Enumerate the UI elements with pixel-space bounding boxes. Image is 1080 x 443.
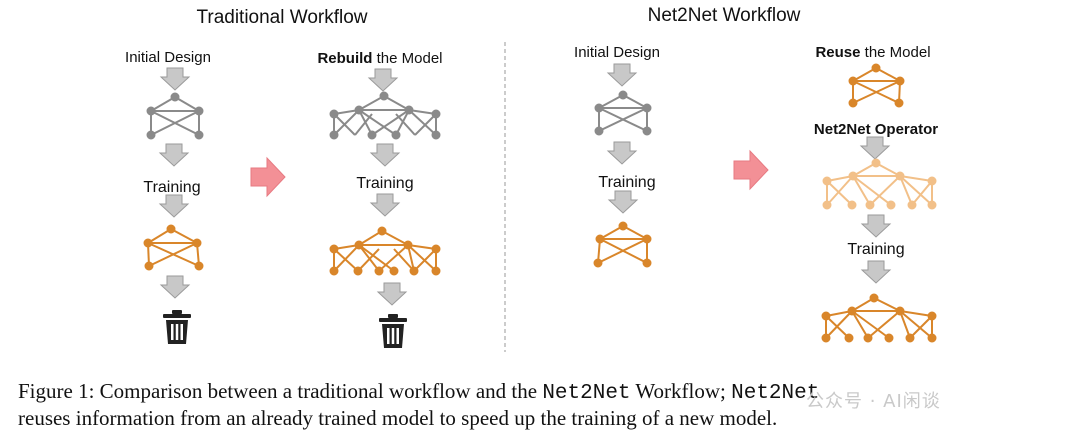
trash-icon xyxy=(379,314,407,348)
right-arrow-icon xyxy=(733,150,769,190)
down-arrow-icon xyxy=(608,190,638,214)
caption-code-1: Net2Net xyxy=(542,382,631,405)
traditional-workflow-title: Traditional Workflow xyxy=(196,7,367,28)
down-arrow-icon xyxy=(370,193,400,217)
down-arrow-icon xyxy=(860,136,890,160)
down-arrow-icon xyxy=(377,282,407,306)
down-arrow-icon xyxy=(159,143,189,167)
caption-text-1: Comparison between a traditional workflo… xyxy=(94,379,543,403)
rebuild-rest: the Model xyxy=(372,50,442,67)
reused-trained-network xyxy=(848,63,905,108)
down-arrow-icon xyxy=(607,141,637,165)
down-arrow-icon xyxy=(861,260,891,284)
net-trained-network xyxy=(593,221,652,268)
transformed-network xyxy=(822,158,937,210)
down-arrow-icon xyxy=(370,143,400,167)
trad-training-label-2: Training xyxy=(356,175,413,192)
figure-caption: Figure 1: Comparison between a tradition… xyxy=(18,379,1078,431)
net-initial-network xyxy=(594,90,652,136)
net2net-workflow-title: Net2Net Workflow xyxy=(648,5,801,26)
caption-line-2: reuses information from an already train… xyxy=(18,406,778,430)
watermark: 公众号 · AI闲谈 xyxy=(806,391,941,412)
rebuild-bold: Rebuild xyxy=(317,50,372,67)
caption-line-1: Figure 1: Comparison between a tradition… xyxy=(18,379,1078,406)
final-trained-network xyxy=(821,293,937,343)
down-arrow-icon xyxy=(607,63,637,87)
net-initial-design-label: Initial Design xyxy=(574,44,660,61)
rebuilt-network xyxy=(329,91,441,140)
down-arrow-icon xyxy=(160,275,190,299)
caption-code-2: Net2Net xyxy=(731,382,820,405)
reuse-model-label: Reuse the Model xyxy=(815,44,930,61)
reuse-bold: Reuse xyxy=(815,44,860,61)
trad-initial-network xyxy=(146,92,204,140)
down-arrow-icon xyxy=(368,68,398,92)
net-training-label-1: Training xyxy=(598,174,655,191)
trash-icon xyxy=(163,310,191,344)
reuse-rest: the Model xyxy=(860,44,930,61)
net2net-operator-label: Net2Net Operator xyxy=(814,121,938,138)
trad-trained-network xyxy=(143,224,204,271)
down-arrow-icon xyxy=(159,194,189,218)
right-arrow-icon xyxy=(250,157,286,197)
net-training-label-2: Training xyxy=(847,241,904,258)
rebuilt-trained-network xyxy=(329,226,441,276)
figure-label: Figure 1: xyxy=(18,379,95,403)
caption-text-2: Workflow; xyxy=(630,379,732,403)
down-arrow-icon xyxy=(160,67,190,91)
trad-training-label-1: Training xyxy=(143,179,200,196)
rebuild-model-label: Rebuild the Model xyxy=(317,50,442,67)
down-arrow-icon xyxy=(861,214,891,238)
trad-initial-design-label: Initial Design xyxy=(125,49,211,66)
